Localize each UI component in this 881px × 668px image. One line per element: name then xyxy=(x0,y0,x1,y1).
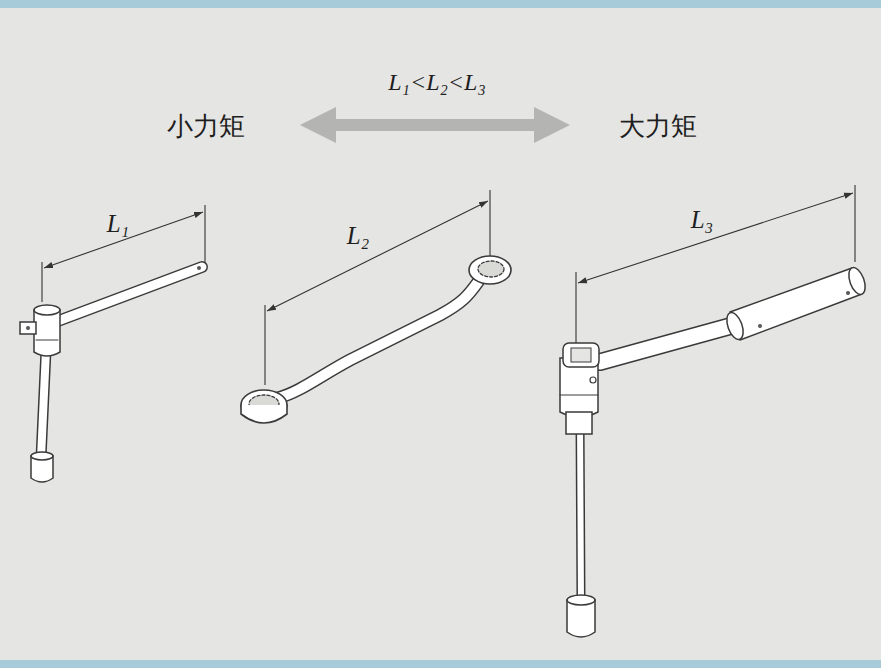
large-socket-wrench-part xyxy=(600,324,738,362)
length-relation: L₁<L₂<L₃ xyxy=(388,69,485,95)
dimension-label: L₃ xyxy=(691,206,714,234)
small-socket-wrench xyxy=(20,266,202,482)
large-socket-wrench-part xyxy=(600,324,738,362)
large-socket-wrench-part xyxy=(580,420,581,602)
torque-range-arrow-part xyxy=(534,107,570,143)
large-socket-wrench-part xyxy=(560,395,598,396)
box-end-wrench-part xyxy=(478,261,504,277)
dimension-lines-part xyxy=(41,262,42,302)
small-socket-wrench-part xyxy=(36,340,58,341)
large-socket-wrench-part xyxy=(730,268,862,340)
dimension-lines xyxy=(42,185,855,385)
torque-range-arrow xyxy=(300,107,570,143)
large-socket-wrench-part xyxy=(567,595,595,605)
large-socket-wrench-part xyxy=(566,412,592,434)
bottom-bar xyxy=(0,660,881,668)
small-socket-wrench-part xyxy=(50,267,202,324)
large-socket-wrench-part xyxy=(563,343,599,367)
torque-range-arrow-part xyxy=(300,107,336,143)
small-socket-wrench-part xyxy=(20,322,36,334)
torque-range-arrow-part xyxy=(328,119,542,131)
dimension-label: L₂ xyxy=(347,222,370,250)
small-socket-wrench-part xyxy=(41,350,46,458)
box-end-wrench-part xyxy=(278,282,478,398)
large-socket-wrench xyxy=(560,265,868,637)
dimension-lines-part xyxy=(267,201,488,311)
dimension-lines-part xyxy=(854,185,855,262)
box-end-wrench-part xyxy=(278,282,478,398)
box-end-wrench xyxy=(241,256,511,423)
large-socket-wrench-part xyxy=(580,420,581,602)
top-bar xyxy=(0,0,881,8)
dimension-lines-part xyxy=(264,305,265,385)
dimension-lines-part xyxy=(575,272,576,352)
small-socket-wrench-part xyxy=(34,310,60,356)
small-socket-wrench-part xyxy=(31,452,53,460)
small-torque-label: 小力矩 xyxy=(167,112,245,141)
large-socket-wrench-part xyxy=(758,324,762,328)
small-socket-wrench-part xyxy=(34,305,60,315)
large-socket-wrench-part xyxy=(724,310,747,341)
box-end-wrench-part xyxy=(241,405,287,423)
large-socket-wrench-part xyxy=(846,291,850,295)
dimension-lines-part xyxy=(489,190,490,258)
small-socket-wrench-part xyxy=(41,350,46,458)
large-socket-wrench-part xyxy=(571,348,591,362)
dimension-lines-part xyxy=(578,193,853,283)
large-socket-wrench-part xyxy=(590,377,596,383)
large-socket-wrench-part xyxy=(846,265,869,296)
box-end-wrench-part xyxy=(469,256,511,284)
small-socket-wrench-part xyxy=(26,326,30,330)
dimension-lines-part xyxy=(204,205,205,262)
dimension-label: L₁ xyxy=(107,210,130,238)
small-socket-wrench-part xyxy=(50,267,202,324)
large-torque-label: 大力矩 xyxy=(619,112,697,141)
small-socket-wrench-part xyxy=(197,266,201,270)
